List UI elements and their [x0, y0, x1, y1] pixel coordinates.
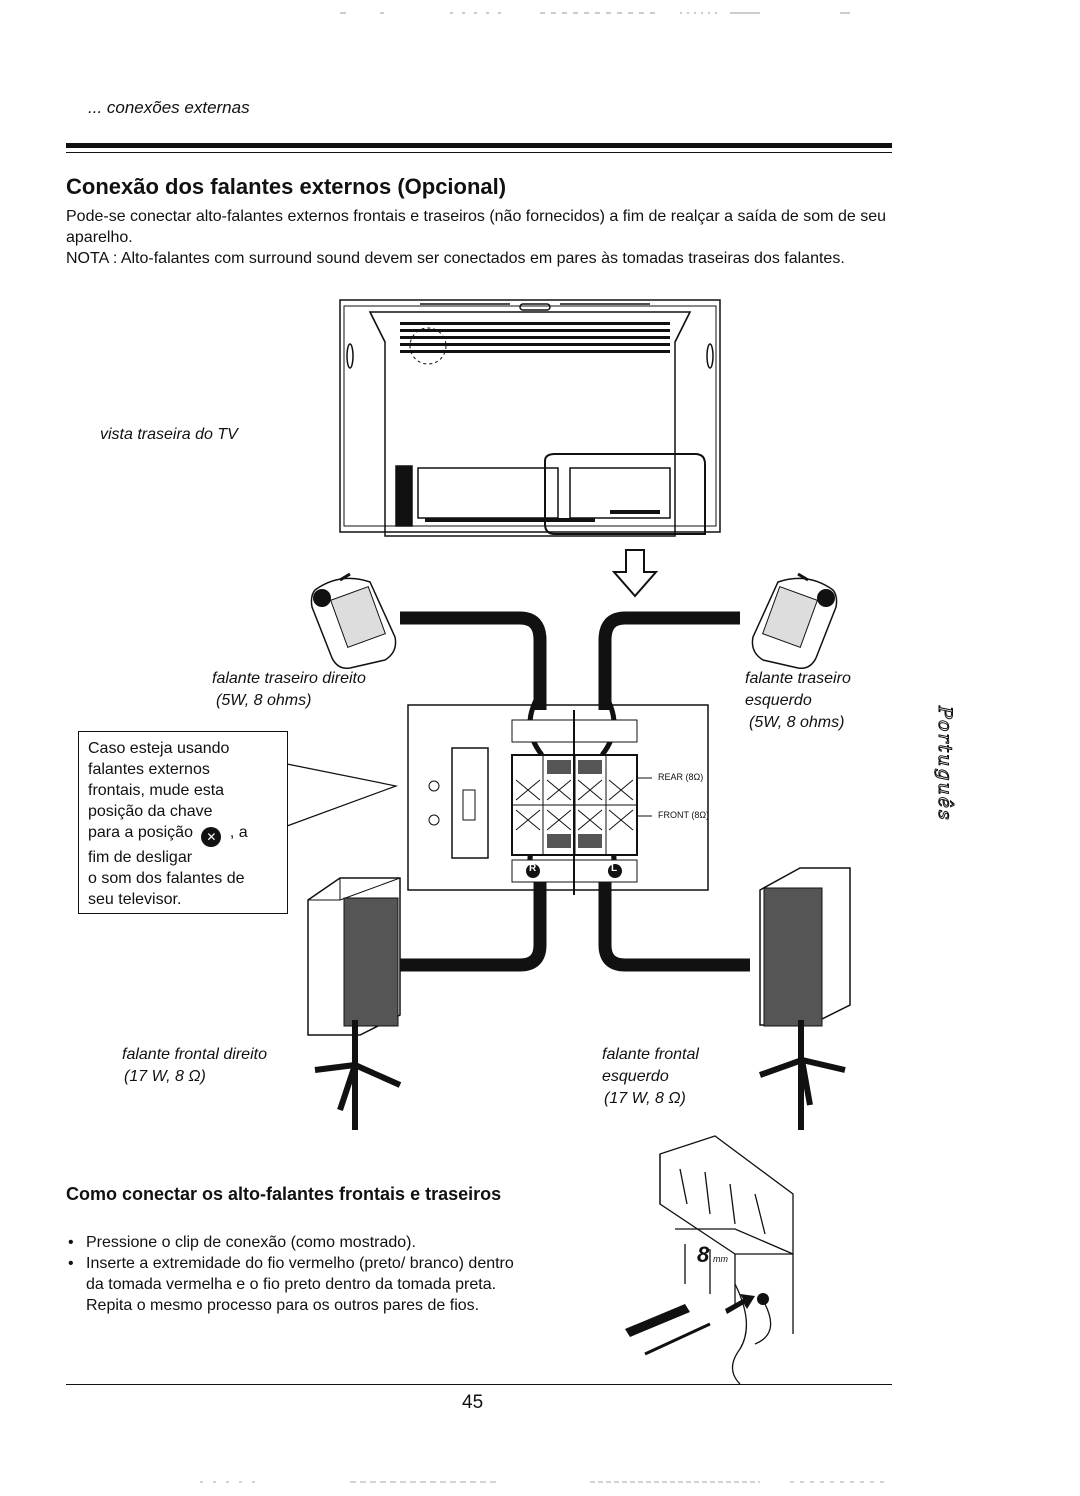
header-rule-thick — [66, 143, 892, 148]
page-number: 45 — [462, 1392, 484, 1413]
callout-line: falantes externos — [88, 761, 210, 778]
front-right-speaker-illustration — [307, 877, 402, 1130]
howto-list: Pressione o clip de conexão (como mostra… — [64, 1232, 514, 1316]
terminal-l-label: L — [611, 863, 618, 874]
scan-noise — [340, 12, 850, 14]
callout-text: , a — [229, 824, 248, 841]
terminal-r-label: R — [529, 863, 537, 874]
front-left-name-2: esquerdo — [602, 1068, 669, 1085]
tv-rear-illustration — [339, 299, 721, 537]
language-label: Português — [934, 706, 957, 823]
rear-left-label: falante traseiro esquerdo (5W, 8 ohms) — [745, 668, 885, 734]
callout-line: o som dos falantes de — [88, 870, 245, 887]
front-left-spec: (17 W, 8 Ω) — [604, 1090, 686, 1107]
callout-text: para a posição — [88, 824, 193, 841]
clip-size-unit: mm — [713, 1254, 728, 1264]
terminal-front-label: FRONT (8Ω) — [658, 810, 710, 820]
rear-left-speaker-illustration — [751, 572, 838, 670]
callout-line: seu televisor. — [88, 891, 182, 908]
mute-icon: ✕ — [201, 827, 222, 847]
front-left-name: falante frontal — [602, 1046, 699, 1063]
header-rule-thin — [66, 152, 892, 153]
clip-size-value: 8 — [697, 1242, 710, 1267]
rear-right-spec: (5W, 8 ohms) — [216, 692, 312, 709]
language-side-tab: Português — [928, 706, 957, 856]
rear-left-name-2: esquerdo — [745, 692, 812, 709]
terminal-rear-label: REAR (8Ω) — [658, 772, 704, 782]
rear-right-label: falante traseiro direito (5W, 8 ohms) — [212, 668, 412, 712]
scan-noise-bottom — [200, 1481, 890, 1483]
callout-line: frontais, mude esta — [88, 782, 225, 799]
note-paragraph: NOTA : Alto-falantes com surround sound … — [66, 250, 845, 267]
rear-left-spec: (5W, 8 ohms) — [749, 714, 845, 731]
howto-bullet: Inserte a extremidade do fio vermelho (p… — [64, 1253, 514, 1295]
rear-right-speaker-illustration — [310, 572, 397, 670]
rear-left-name: falante traseiro — [745, 670, 851, 687]
tv-rear-label: vista traseira do TV — [100, 426, 238, 443]
howto-bullet: Pressione o clip de conexão (como mostra… — [64, 1232, 514, 1253]
down-arrow-icon — [612, 549, 658, 598]
howto-repeat: Repita o mesmo processo para os outros p… — [86, 1297, 480, 1314]
speaker-wiring-illustration — [370, 611, 750, 972]
callout-line: para a posição ✕ , a — [88, 822, 287, 847]
front-left-speaker-illustration — [758, 867, 851, 1130]
front-right-name: falante frontal direito — [122, 1046, 267, 1063]
footer-rule — [66, 1384, 892, 1385]
front-left-label: falante frontal esquerdo (17 W, 8 Ω) — [602, 1044, 742, 1110]
howto-title: Como conectar os alto-falantes frontais … — [66, 1184, 502, 1204]
section-header: ... conexões externas — [88, 98, 250, 117]
callout-line: posição da chave — [88, 803, 213, 820]
rear-right-name: falante traseiro direito — [212, 670, 366, 687]
switch-callout-box: Caso esteja usando falantes externos fro… — [78, 731, 288, 914]
clip-detail-illustration — [625, 1135, 794, 1384]
page-title: Conexão dos falantes externos (Opcional) — [66, 174, 507, 199]
callout-line: Caso esteja usando — [88, 740, 230, 757]
callout-pointer — [286, 763, 399, 827]
intro-paragraph: Pode-se conectar alto-falantes externos … — [66, 208, 886, 246]
front-right-label: falante frontal direito (17 W, 8 Ω) — [122, 1044, 322, 1088]
callout-line: fim de desligar — [88, 849, 193, 866]
front-right-spec: (17 W, 8 Ω) — [124, 1068, 206, 1085]
